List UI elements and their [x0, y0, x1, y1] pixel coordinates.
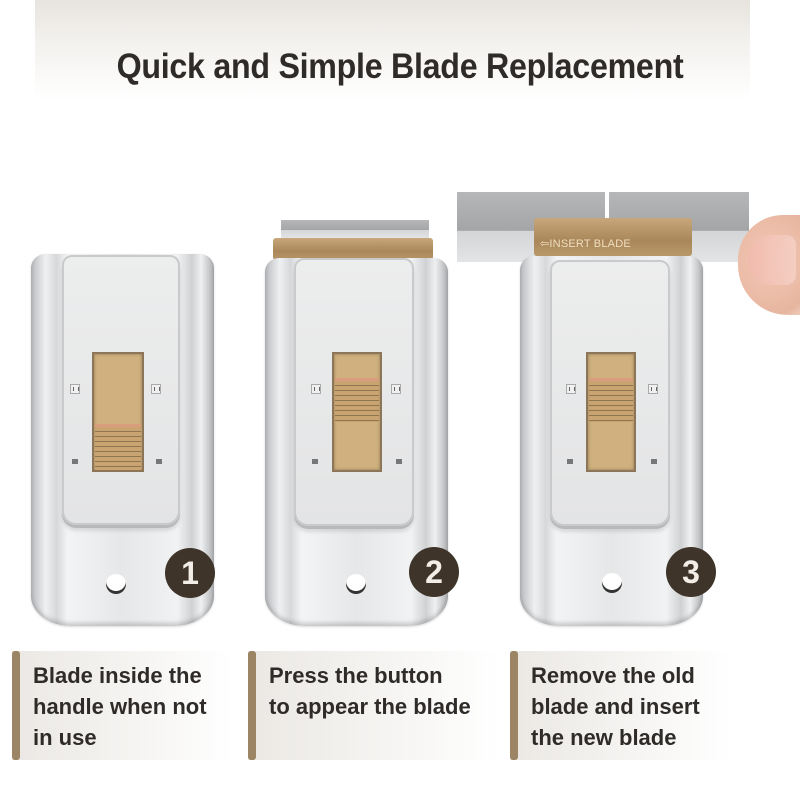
lock-mark-icon — [648, 384, 658, 394]
indicator-dot — [72, 459, 78, 464]
blade — [281, 220, 429, 238]
step-badge-2: 2 — [409, 547, 459, 597]
indicator-dot — [312, 459, 318, 464]
blade-holder-cap: ⇦INSERT BLADE — [534, 218, 692, 256]
slider-window — [586, 352, 636, 472]
caption-text: Remove the old blade and insert the new … — [531, 663, 700, 750]
caption-text: Press the button to appear the blade — [269, 663, 471, 719]
page-title: Quick and Simple Blade Replacement — [116, 47, 684, 86]
slider-button — [589, 378, 633, 422]
hang-hole — [346, 574, 366, 594]
hang-hole — [106, 574, 126, 594]
blade-holder-cap — [273, 238, 433, 260]
hang-hole — [602, 573, 622, 593]
step-badge-1: 1 — [165, 548, 215, 598]
lock-mark-icon — [311, 384, 321, 394]
fingernail — [748, 235, 796, 285]
indicator-dot — [156, 459, 162, 464]
caption-step-1: Blade inside the handle when not in use — [12, 651, 232, 760]
header-background — [35, 0, 750, 100]
indicator-dot — [567, 459, 573, 464]
indicator-dot — [396, 459, 402, 464]
insert-blade-label: ⇦INSERT BLADE — [540, 238, 631, 250]
caption-text: Blade inside the handle when not in use — [33, 663, 207, 750]
caption-step-2: Press the button to appear the blade — [248, 651, 498, 760]
caption-accent-bar — [510, 651, 518, 760]
step-badge-3: 3 — [666, 547, 716, 597]
caption-accent-bar — [12, 651, 20, 760]
lock-mark-icon — [151, 384, 161, 394]
caption-step-3: Remove the old blade and insert the new … — [510, 651, 730, 760]
indicator-dot — [651, 459, 657, 464]
lock-mark-icon — [70, 384, 80, 394]
slider-window — [332, 352, 382, 472]
lock-mark-icon — [566, 384, 576, 394]
lock-mark-icon — [391, 384, 401, 394]
slider-button — [335, 378, 379, 422]
slider-button — [95, 424, 141, 470]
slider-window — [92, 352, 144, 472]
caption-accent-bar — [248, 651, 256, 760]
